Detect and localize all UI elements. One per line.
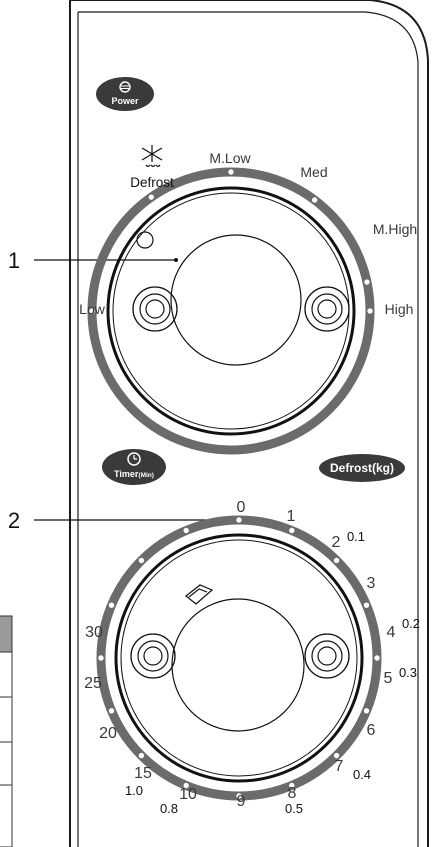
dial-notch bbox=[137, 556, 146, 565]
dial-notch bbox=[88, 307, 96, 315]
weight-0-2: 0.2 bbox=[402, 616, 420, 631]
dial-notch bbox=[288, 781, 296, 790]
defrost-kg-label: Defrost(kg) bbox=[330, 461, 394, 475]
snowflake-icon bbox=[141, 145, 163, 168]
defrost-kg-button[interactable]: Defrost(kg) bbox=[319, 454, 405, 482]
panel-outline bbox=[69, 0, 429, 847]
timer-min-8: 8 bbox=[288, 785, 297, 802]
dial-notch bbox=[107, 707, 116, 715]
timer-dial-left-grip bbox=[130, 633, 176, 679]
timer-min-15: 15 bbox=[134, 765, 152, 782]
timer-dial-rim bbox=[114, 533, 364, 783]
dial-notch bbox=[235, 792, 243, 800]
clock-icon bbox=[127, 452, 141, 466]
dial-notch bbox=[288, 526, 296, 535]
weight-0-8: 0.8 bbox=[160, 801, 178, 816]
dial-notch bbox=[147, 193, 155, 201]
timer-dial[interactable] bbox=[96, 515, 382, 801]
dial-notch bbox=[137, 751, 146, 760]
timer-min-25: 25 bbox=[84, 675, 102, 692]
weight-1-0: 1.0 bbox=[125, 783, 143, 798]
dial-notch bbox=[182, 526, 190, 535]
timer-dial-center bbox=[171, 598, 305, 732]
timer-min-20: 20 bbox=[99, 725, 117, 742]
dial-notch bbox=[362, 707, 371, 715]
callout-1-number: 1 bbox=[8, 248, 20, 273]
power-label-mlow: M.Low bbox=[209, 150, 251, 166]
power-label-med: Med bbox=[300, 164, 327, 180]
timer-min-5: 5 bbox=[384, 670, 393, 687]
timer-min-3: 3 bbox=[367, 575, 376, 592]
dial-notch bbox=[332, 751, 341, 760]
dial-notch bbox=[366, 307, 374, 315]
power-dial-right-grip bbox=[304, 286, 350, 332]
timer-min-1: 1 bbox=[287, 508, 296, 525]
dial-notch bbox=[332, 556, 341, 565]
timer-min-7: 7 bbox=[335, 758, 344, 775]
power-button[interactable]: Power bbox=[96, 77, 154, 111]
timer-min-9: 9 bbox=[237, 793, 246, 810]
dial-notch bbox=[235, 516, 243, 524]
timer-min-0: 0 bbox=[237, 499, 246, 516]
power-label-low: Low bbox=[79, 301, 106, 317]
weight-0-3: 0.3 bbox=[399, 665, 417, 680]
callout-2-number: 2 bbox=[8, 508, 20, 533]
callout-1: 1 bbox=[8, 248, 178, 273]
power-label: Power bbox=[111, 96, 139, 106]
timer-dial-right-grip bbox=[304, 633, 350, 679]
timer-dial-ticks bbox=[97, 516, 381, 800]
timer-min-6: 6 bbox=[367, 722, 376, 739]
power-icon bbox=[119, 81, 131, 93]
power-dial-rim bbox=[106, 186, 356, 436]
timer-min-10: 10 bbox=[179, 786, 197, 803]
power-label-defrost: Defrost bbox=[130, 175, 174, 190]
dial-notch bbox=[310, 196, 319, 204]
power-dial-center bbox=[170, 234, 302, 366]
power-dial-ticks bbox=[88, 168, 374, 315]
power-label-high: High bbox=[385, 301, 414, 317]
timer-button[interactable]: Timer(Min) bbox=[102, 449, 166, 485]
dial-notch bbox=[362, 601, 371, 609]
dial-notch bbox=[97, 654, 105, 662]
dial-notch bbox=[182, 781, 190, 790]
timer-dial-pointer bbox=[185, 584, 214, 605]
timer-min-4: 4 bbox=[387, 624, 396, 641]
dial-notch bbox=[227, 168, 235, 176]
timer-label: Timer(Min) bbox=[114, 469, 154, 479]
weight-0-4: 0.4 bbox=[353, 767, 371, 782]
power-label-mhigh: M.High bbox=[373, 221, 417, 237]
power-dial-left-grip bbox=[132, 286, 178, 332]
dial-notch bbox=[363, 278, 371, 286]
power-dial-indicator bbox=[136, 231, 154, 249]
dial-notch bbox=[107, 601, 116, 609]
weight-0-1: 0.1 bbox=[347, 529, 365, 544]
weight-0-5: 0.5 bbox=[285, 801, 303, 816]
power-dial[interactable] bbox=[87, 167, 375, 455]
timer-min-2: 2 bbox=[332, 534, 341, 551]
timer-min-30: 30 bbox=[85, 624, 103, 641]
table-fragment bbox=[0, 615, 13, 847]
dial-notch bbox=[373, 654, 381, 662]
